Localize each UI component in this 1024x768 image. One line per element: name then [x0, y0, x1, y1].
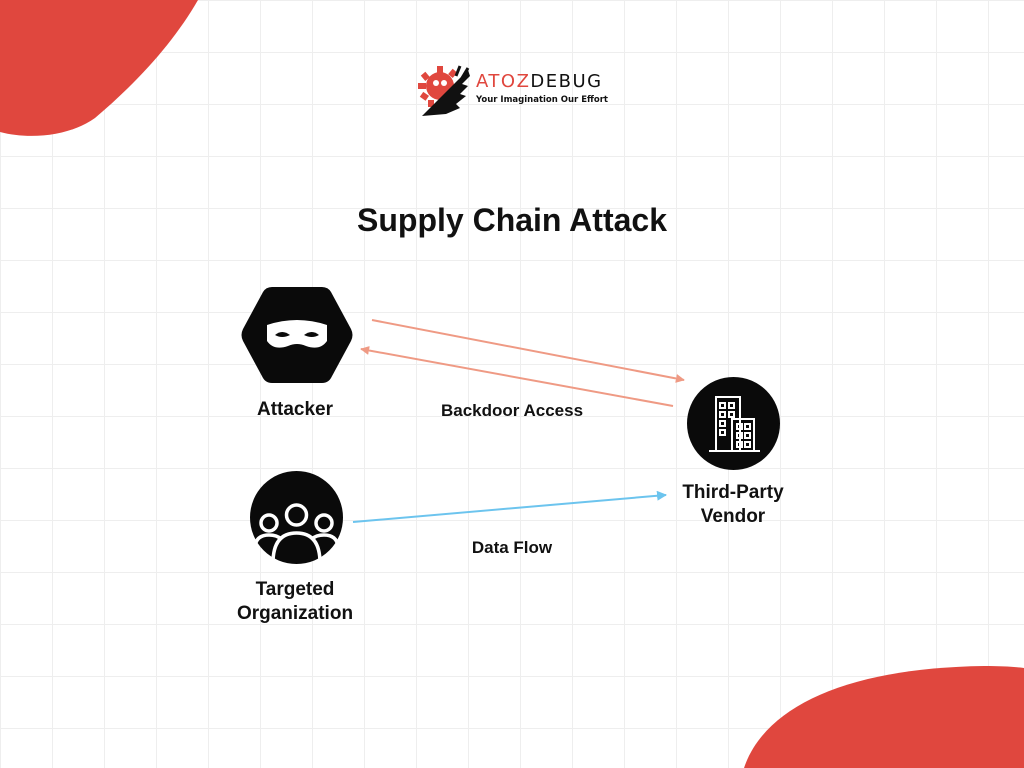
corner-blob-top-left: [0, 0, 198, 136]
vendor-label-line2: Vendor: [700, 506, 766, 527]
corner-blob-bottom-right: [744, 666, 1024, 768]
attacker-node: [241, 287, 353, 383]
vendor-label-line1: Third-Party: [682, 482, 784, 503]
page-title: Supply Chain Attack: [357, 202, 667, 238]
brand-name-part2: DEBUG: [530, 71, 603, 92]
edge-vendor-to-attacker: [360, 346, 674, 407]
vendor-label: Third-Party Vendor: [653, 481, 813, 529]
vendor-node: [687, 377, 780, 470]
organization-label-line1: Targeted: [255, 579, 335, 600]
edge-org-to-vendor: [352, 490, 667, 523]
brand-logo: ATOZDEBUG Your Imagination Our Effort: [416, 64, 616, 120]
people-icon: [253, 503, 340, 564]
brand-name-part1: ATOZ: [476, 71, 531, 92]
brand-tagline: Your Imagination Our Effort: [476, 95, 608, 105]
organization-node: [250, 471, 343, 564]
brand-bug-icon: [418, 65, 470, 116]
edge-label-backdoor-access: Backdoor Access: [440, 401, 584, 420]
brand-name: ATOZDEBUG: [476, 72, 603, 92]
mask-icon: [267, 320, 327, 348]
edge-label-data-flow: Data Flow: [471, 538, 553, 557]
attacker-label: Attacker: [256, 399, 334, 420]
building-icon: [709, 396, 760, 452]
edge-attacker-to-vendor: [371, 319, 685, 383]
organization-label-line2: Organization: [236, 603, 354, 624]
organization-label: Targeted Organization: [215, 578, 375, 626]
